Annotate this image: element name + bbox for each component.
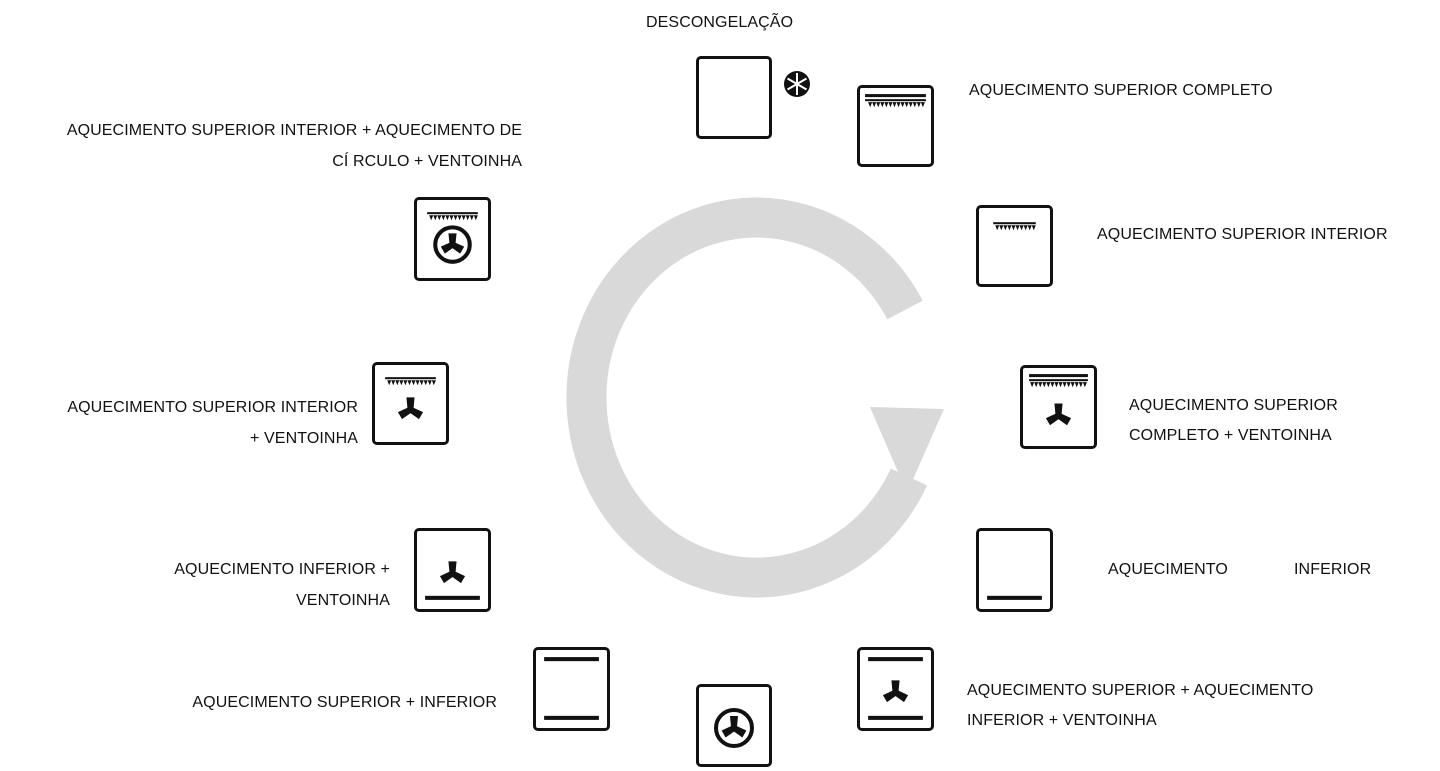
- rotation-arrow-ring: [566, 197, 928, 598]
- inner-top-heat-icon: [976, 205, 1053, 287]
- label-bottom-heat-line2: INFERIOR: [1294, 561, 1372, 578]
- label-inner-top-ring-fan-line1: AQUECIMENTO SUPERIOR INTERIOR + AQUECIME…: [66, 122, 522, 139]
- label-defrost: DESCONGELAÇÃO: [646, 14, 794, 31]
- label-full-top-heat-fan-line2: COMPLETO + VENTOINHA: [1129, 427, 1332, 444]
- bottom-heat-fan-icon: [414, 528, 491, 612]
- label-bottom-heat-line1: AQUECIMENTO: [1108, 561, 1228, 578]
- inner-top-heat-fan-icon: [372, 362, 449, 445]
- label-top-bottom-heat-fan-line2: INFERIOR + VENTOINHA: [967, 712, 1157, 729]
- full-top-heat-fan-icon: [1020, 365, 1097, 449]
- snowflake-icon: [784, 71, 810, 97]
- label-full-top-heat: AQUECIMENTO SUPERIOR COMPLETO: [969, 82, 1273, 99]
- rotation-arrow-head: [870, 407, 944, 493]
- label-inner-top-ring-fan-line2: CÍ RCULO + VENTOINHA: [332, 153, 522, 170]
- label-full-top-heat-fan-line1: AQUECIMENTO SUPERIOR: [1129, 397, 1338, 414]
- label-inner-top-heat-fan-line1: AQUECIMENTO SUPERIOR INTERIOR: [67, 399, 358, 416]
- ring-fan-icon: [696, 684, 772, 767]
- defrost-mode-icon: [696, 56, 772, 139]
- label-bottom-heat-fan-line1: AQUECIMENTO INFERIOR +: [174, 561, 390, 578]
- top-bottom-heat-icon: [533, 647, 610, 731]
- full-top-heat-icon: [857, 85, 934, 167]
- bottom-heat-icon: [976, 528, 1053, 612]
- label-top-bottom-heat-fan-line1: AQUECIMENTO SUPERIOR + AQUECIMENTO: [967, 682, 1314, 699]
- label-inner-top-heat: AQUECIMENTO SUPERIOR INTERIOR: [1097, 226, 1388, 243]
- inner-top-ring-fan-icon: [414, 197, 491, 281]
- label-top-bottom-heat: AQUECIMENTO SUPERIOR + INFERIOR: [192, 694, 497, 711]
- top-bottom-heat-fan-icon: [857, 647, 934, 731]
- label-bottom-heat-fan-line2: VENTOINHA: [296, 592, 390, 609]
- label-inner-top-heat-fan-line2: + VENTOINHA: [250, 430, 358, 447]
